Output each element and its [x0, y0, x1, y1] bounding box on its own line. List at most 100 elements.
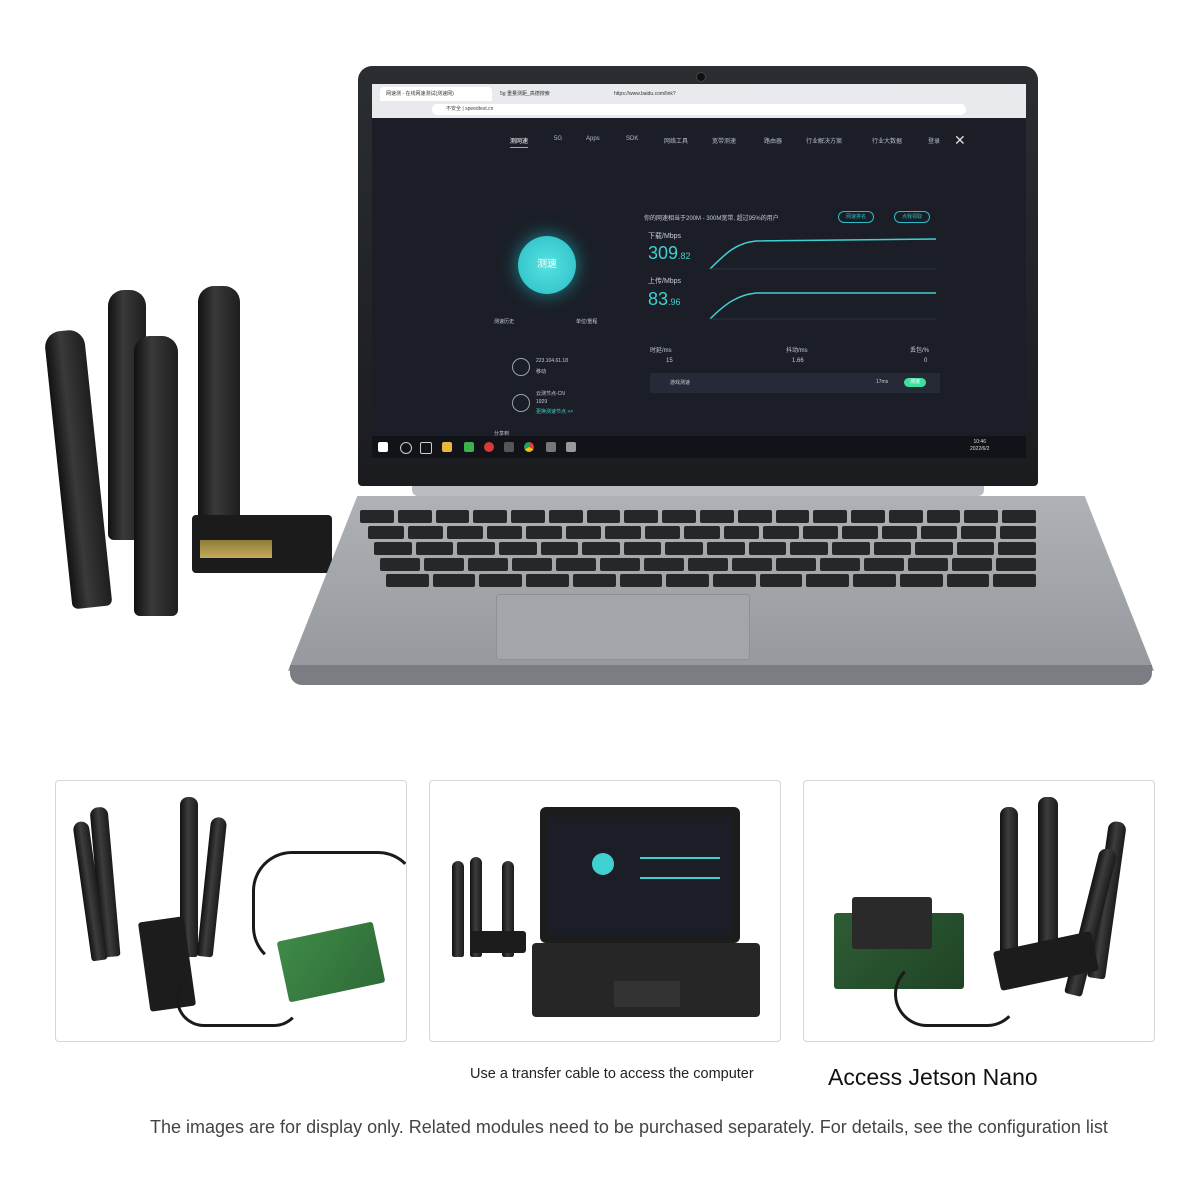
antenna: [134, 336, 178, 616]
antenna: [43, 328, 113, 610]
nav-item[interactable]: 路由器: [764, 139, 783, 145]
antenna: [180, 797, 198, 957]
loss-value: 0: [924, 358, 928, 364]
nav-item[interactable]: 行业大数据: [872, 139, 903, 145]
claim-button[interactable]: 点我领取: [894, 211, 931, 223]
rank-button[interactable]: 网速排名: [838, 211, 875, 223]
nav-item[interactable]: 网络工具: [664, 139, 689, 145]
start-speedtest-button[interactable]: 测速: [518, 236, 576, 294]
keyboard-key: [623, 542, 662, 555]
antenna: [1038, 797, 1058, 977]
usb-cable: [176, 971, 302, 1027]
keyboard-key: [851, 510, 885, 523]
usb-cable: [894, 961, 1020, 1027]
ip-carrier: 移动: [536, 369, 547, 375]
hero-photo: 网速测 - 在线网速测试(测速网) 5g 重量测距_高德搜索 https://w…: [43, 66, 1154, 685]
photo-laptop: [429, 780, 781, 1042]
browser-tab[interactable]: 网速测 - 在线网速测试(测速网): [380, 87, 492, 101]
close-icon[interactable]: ✕: [954, 132, 966, 148]
explorer-icon[interactable]: [442, 442, 452, 452]
keyboard-key: [723, 526, 760, 539]
keyboard-key: [908, 558, 948, 571]
keyboard-key: [956, 542, 995, 555]
history-link[interactable]: 测速历史: [494, 319, 515, 325]
chrome-icon[interactable]: [524, 442, 534, 452]
task-view-icon[interactable]: [420, 442, 432, 454]
windows-taskbar: 10:46 2022/6/2: [372, 436, 1026, 458]
antenna: [198, 286, 240, 536]
loss-label: 丢包/%: [910, 348, 930, 354]
keyboard-key: [748, 542, 787, 555]
game-badge[interactable]: 测速: [904, 378, 926, 387]
nav-item[interactable]: SDK: [626, 136, 639, 142]
keyboard-key: [737, 510, 772, 523]
keyboard-key: [447, 526, 483, 539]
keyboard-key: [864, 558, 904, 571]
keyboard-key: [368, 526, 404, 539]
keyboard-key: [415, 542, 454, 555]
laptop-hinge: [412, 486, 984, 496]
keyboard-key: [457, 542, 495, 555]
laptop-touchpad: [496, 594, 750, 660]
keyboard-key: [435, 510, 470, 523]
app-icon[interactable]: [566, 442, 576, 452]
keyboard-key: [486, 526, 523, 539]
browser-tab[interactable]: https://www.baidu.com/link?: [614, 91, 676, 97]
keyboard-key: [790, 542, 828, 555]
keyboard-key: [374, 542, 412, 555]
address-bar[interactable]: 不安全 | speedtest.cn: [432, 104, 966, 115]
game-speedtest-row[interactable]: 游戏测速 17ms 测速: [650, 373, 940, 393]
speedtest-site: 测网速 5G Apps SDK 网络工具 宽带测速 路由器 行业解决方案 行业大…: [372, 118, 1026, 437]
keyboard-key: [407, 526, 444, 539]
app-icon[interactable]: [484, 442, 494, 452]
jetson-heatsink: [852, 897, 932, 949]
antenna: [196, 816, 228, 958]
game-ms: 17ms: [876, 379, 889, 385]
keyboard-key: [759, 574, 803, 587]
speed-graph: [709, 238, 937, 320]
keyboard-key: [732, 558, 772, 571]
webcam-icon: [696, 72, 706, 82]
keyboard-key: [806, 574, 850, 587]
change-server-link[interactable]: 更换测速节点 >>: [536, 409, 574, 415]
keyboard-key: [713, 574, 756, 587]
share-label: 分享到: [494, 431, 510, 437]
upload-label: 上传/Mbps: [648, 278, 682, 285]
keyboard-key: [960, 526, 997, 539]
keyboard-key: [899, 574, 943, 587]
keyboard-key: [1002, 510, 1036, 523]
search-icon[interactable]: [400, 442, 412, 454]
keyboard-key: [873, 542, 912, 555]
keyboard-key: [915, 542, 953, 555]
photo-jetson-nano: [803, 780, 1155, 1042]
module-board-edge: [200, 540, 272, 558]
app-icon[interactable]: [504, 442, 514, 452]
keyboard-key: [842, 526, 878, 539]
ip-icon: [512, 358, 530, 376]
windows-start-icon[interactable]: [378, 442, 388, 452]
keyboard-key: [468, 558, 508, 571]
app-icon[interactable]: [464, 442, 474, 452]
server-icon: [512, 394, 530, 412]
nav-item[interactable]: 行业解决方案: [806, 139, 843, 145]
keyboard-key: [526, 574, 569, 587]
keyboard-key: [802, 526, 839, 539]
keyboard-key: [498, 542, 537, 555]
keyboard-key: [548, 510, 583, 523]
keyboard-key: [688, 558, 728, 571]
nav-item[interactable]: 5G: [554, 136, 563, 142]
photo-raspberry-pi: [55, 780, 407, 1042]
taskbar-clock[interactable]: 10:46 2022/6/2: [970, 439, 989, 453]
keyboard-key: [565, 526, 602, 539]
nav-item[interactable]: 登录: [928, 139, 941, 145]
browser-tab[interactable]: 5g 重量测距_高德搜索: [500, 91, 550, 97]
nav-item[interactable]: 宽带测速: [712, 139, 737, 145]
keyboard-key: [644, 526, 681, 539]
node-link[interactable]: 单位/重程: [576, 319, 598, 325]
app-icon[interactable]: [546, 442, 556, 452]
nav-item[interactable]: Apps: [586, 136, 600, 142]
keyboard-key: [556, 558, 596, 571]
nav-item[interactable]: 测网速: [510, 136, 529, 148]
keyboard-key: [1000, 526, 1036, 539]
keyboard-key: [707, 542, 745, 555]
